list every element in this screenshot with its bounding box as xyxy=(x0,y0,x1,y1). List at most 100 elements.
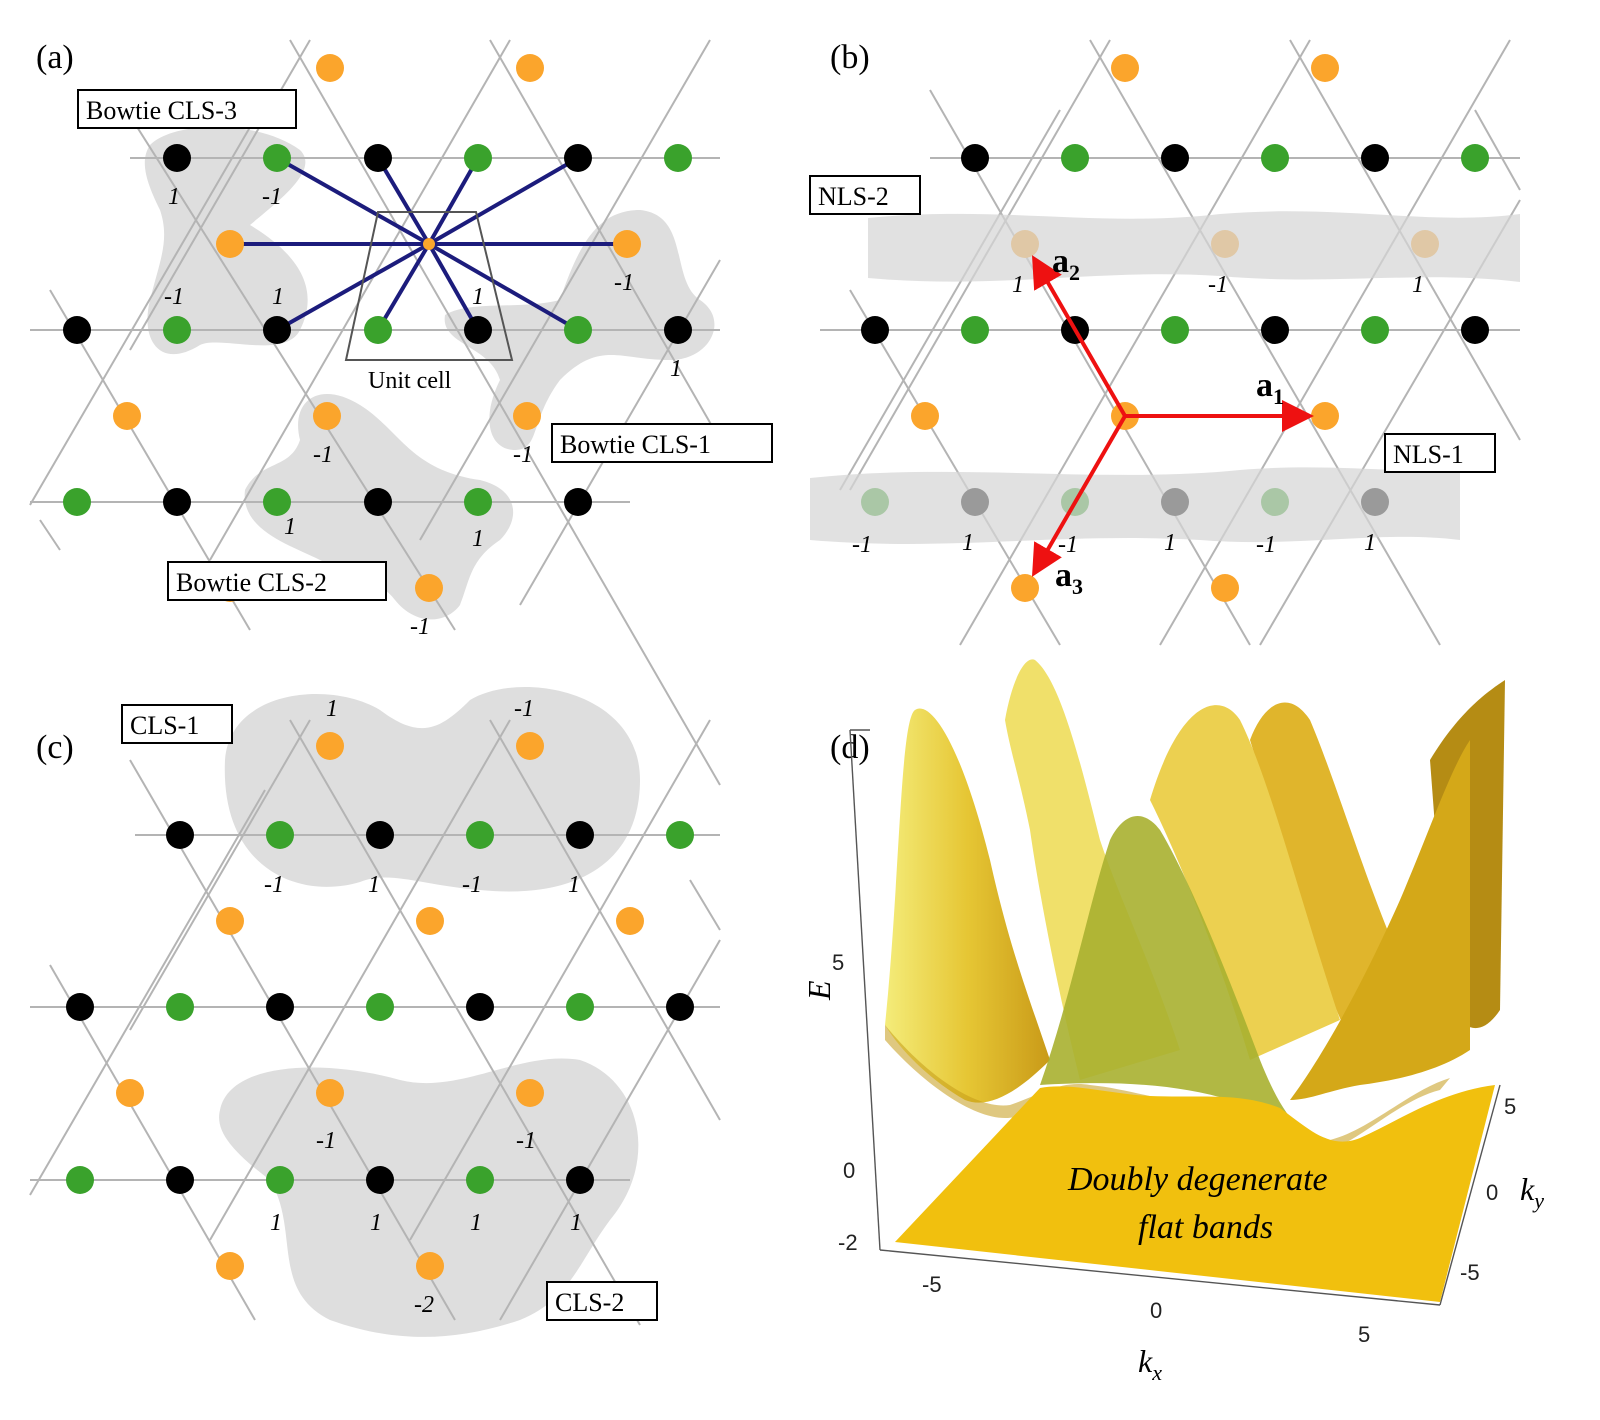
site-orange xyxy=(1311,54,1339,82)
flat-band-annotation-line1: Doubly degenerate xyxy=(1067,1161,1328,1198)
z-tick: 0 xyxy=(843,1158,855,1183)
site-green xyxy=(266,1166,294,1194)
site-black xyxy=(163,488,191,516)
site-orange xyxy=(216,1252,244,1280)
panel-b: (b) xyxy=(809,39,1521,646)
site-orange xyxy=(415,574,443,602)
site-green xyxy=(1161,316,1189,344)
site-green xyxy=(1261,144,1289,172)
site-black xyxy=(861,316,889,344)
site-black xyxy=(366,1166,394,1194)
site-green xyxy=(366,993,394,1021)
panel-a-lattice: 1 -1 -1 1 1 -1 1 -1 -1 1 1 -1 Unit cell … xyxy=(29,39,773,786)
site-orange xyxy=(616,907,644,935)
site-black xyxy=(1261,316,1289,344)
flat-band-annotation-line2: flat bands xyxy=(1138,1209,1273,1246)
amplitude-label: 1 xyxy=(1364,530,1376,556)
nls-1-box: NLS-1 xyxy=(1384,433,1496,473)
amplitude-label: -2 xyxy=(414,1292,434,1318)
panel-c: (c) xyxy=(29,686,721,1337)
site-orange xyxy=(416,907,444,935)
site-orange xyxy=(1111,54,1139,82)
site-black xyxy=(564,144,592,172)
site-orange xyxy=(113,402,141,430)
site-black xyxy=(664,316,692,344)
unit-cell-label: Unit cell xyxy=(368,368,452,394)
z-tick: 5 xyxy=(832,950,844,975)
site-green xyxy=(464,488,492,516)
bowtie-cls-2-label: Bowtie CLS-2 xyxy=(176,568,327,597)
amplitude-label: -1 xyxy=(264,872,284,898)
panel-c-label: (c) xyxy=(36,729,74,766)
panel-b-amplitudes: 1 -1 1 -1 1 -1 1 -1 1 xyxy=(852,272,1424,558)
y-tick: 0 xyxy=(1486,1180,1498,1205)
x-tick: -5 xyxy=(922,1272,942,1297)
site-black xyxy=(166,1166,194,1194)
cls-2-region xyxy=(219,1058,639,1337)
panel-b-vector-labels: a1 a2 a3 xyxy=(1052,243,1284,599)
site-green xyxy=(1361,316,1389,344)
amplitude-label: -1 xyxy=(462,872,482,898)
x-axis-label: kx xyxy=(1138,1343,1162,1385)
amplitude-label: 1 xyxy=(670,356,682,382)
nls-2-strip xyxy=(868,211,1520,282)
vector-a3 xyxy=(1031,414,1127,577)
amplitude-label: 1 xyxy=(1412,272,1424,298)
site-black xyxy=(566,821,594,849)
site-green xyxy=(464,144,492,172)
site-orange xyxy=(316,1079,344,1107)
site-orange xyxy=(316,732,344,760)
unit-cell-outline xyxy=(344,211,514,361)
site-green xyxy=(666,821,694,849)
amplitude-label: 1 xyxy=(1012,272,1024,298)
panel-a-label: (a) xyxy=(36,39,74,76)
amplitude-label: 1 xyxy=(568,872,580,898)
site-black xyxy=(566,1166,594,1194)
panel-b-label: (b) xyxy=(830,39,870,76)
site-black xyxy=(263,316,291,344)
site-green xyxy=(66,1166,94,1194)
vector-a2-label: a2 xyxy=(1052,243,1080,285)
site-black xyxy=(666,993,694,1021)
amplitude-label: 1 xyxy=(472,284,484,310)
amplitude-label: 1 xyxy=(284,514,296,540)
amplitude-label: 1 xyxy=(962,530,974,556)
bowtie-cls-3-label: Bowtie CLS-3 xyxy=(86,96,237,125)
flat-band-plane xyxy=(895,1085,1495,1302)
site-orange xyxy=(1311,402,1339,430)
amplitude-label: 1 xyxy=(472,526,484,552)
x-tick: 5 xyxy=(1358,1322,1370,1347)
cls-2-box: CLS-2 xyxy=(546,1281,658,1321)
vector-a3-label: a3 xyxy=(1055,557,1083,599)
site-green xyxy=(961,316,989,344)
bowtie-cls-2-box: Bowtie CLS-2 xyxy=(167,561,387,601)
amplitude-label: -1 xyxy=(1058,532,1078,558)
panel-c-amplitudes: 1 -1 -1 1 -1 1 -1 -1 1 1 1 1 -2 xyxy=(264,696,582,1318)
site-black xyxy=(364,488,392,516)
amplitude-label: -1 xyxy=(513,442,533,468)
site-green xyxy=(263,488,291,516)
amplitude-label: 1 xyxy=(326,696,338,722)
amplitude-label: 1 xyxy=(370,1210,382,1236)
amplitude-label: 1 xyxy=(272,284,284,310)
panel-a: (a) xyxy=(29,39,773,786)
vector-a1-label: a1 xyxy=(1256,367,1284,409)
site-green xyxy=(263,144,291,172)
site-black xyxy=(266,993,294,1021)
amplitude-label: -1 xyxy=(410,614,430,640)
site-green xyxy=(166,993,194,1021)
amplitude-label: -1 xyxy=(313,442,333,468)
nls-1-strip xyxy=(810,467,1460,544)
panel-a-hoppings xyxy=(230,156,627,332)
x-axis: -5 0 5 kx xyxy=(922,1272,1370,1385)
site-green xyxy=(1461,144,1489,172)
site-green xyxy=(266,821,294,849)
site-black xyxy=(564,488,592,516)
site-green xyxy=(63,488,91,516)
nls-1-label: NLS-1 xyxy=(1393,440,1464,469)
bowtie-cls-1-box: Bowtie CLS-1 xyxy=(551,423,773,463)
amplitude-label: -1 xyxy=(852,532,872,558)
site-orange xyxy=(316,54,344,82)
site-green xyxy=(564,316,592,344)
panel-a-sites xyxy=(63,54,692,602)
